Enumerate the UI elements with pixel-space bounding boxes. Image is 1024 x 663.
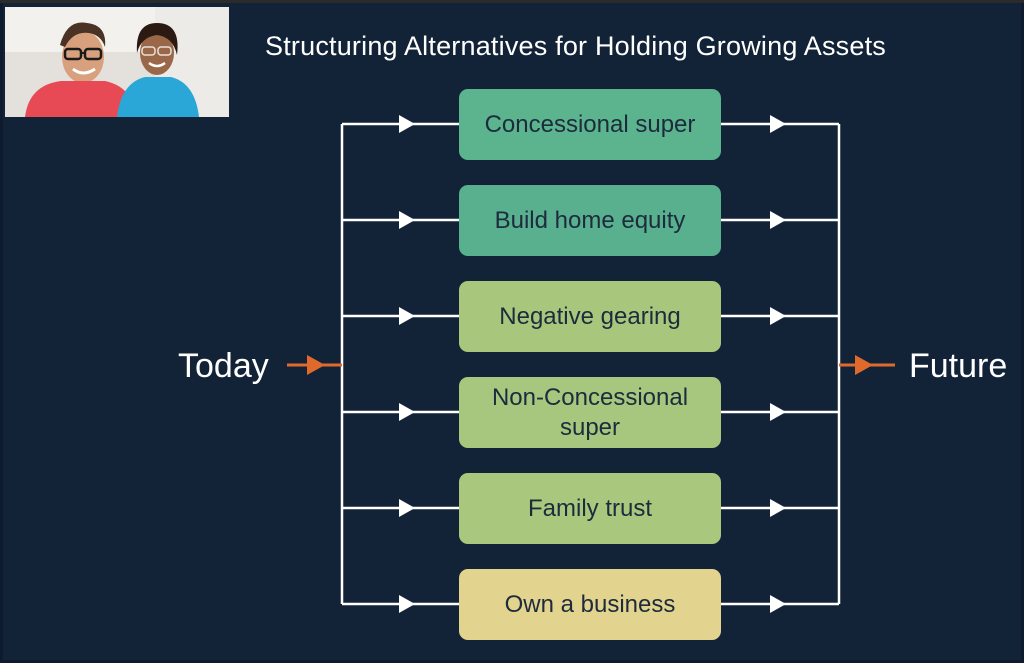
window-top-edge: [0, 0, 1024, 3]
arrow-right-6: [770, 595, 786, 613]
future-label: Future: [909, 347, 1008, 385]
arrow-left-6: [399, 595, 415, 613]
slide: Structuring Alternatives for Holding Gro…: [3, 3, 1021, 660]
option-box-concessional-super: Concessional super: [459, 89, 721, 160]
arrow-left-4: [399, 403, 415, 421]
arrowheads: [399, 115, 786, 613]
couple-photo: [5, 7, 229, 117]
arrow-left-1: [399, 115, 415, 133]
arrow-right-2: [770, 211, 786, 229]
future-arrow: [839, 355, 895, 375]
smiling-couple-photo-icon: [5, 7, 229, 117]
option-box-non-concessional-super: Non-Concessional super: [459, 377, 721, 448]
option-box-own-a-business: Own a business: [459, 569, 721, 640]
arrow-right-5: [770, 499, 786, 517]
flow-connectors: [287, 115, 895, 613]
arrow-right-3: [770, 307, 786, 325]
today-label: Today: [178, 347, 269, 385]
option-box-build-home-equity: Build home equity: [459, 185, 721, 256]
option-box-negative-gearing: Negative gearing: [459, 281, 721, 352]
arrow-right-1: [770, 115, 786, 133]
today-arrow: [287, 355, 342, 375]
slide-title: Structuring Alternatives for Holding Gro…: [265, 31, 886, 61]
arrow-left-3: [399, 307, 415, 325]
option-box-family-trust: Family trust: [459, 473, 721, 544]
arrow-left-5: [399, 499, 415, 517]
arrow-left-2: [399, 211, 415, 229]
arrow-right-4: [770, 403, 786, 421]
